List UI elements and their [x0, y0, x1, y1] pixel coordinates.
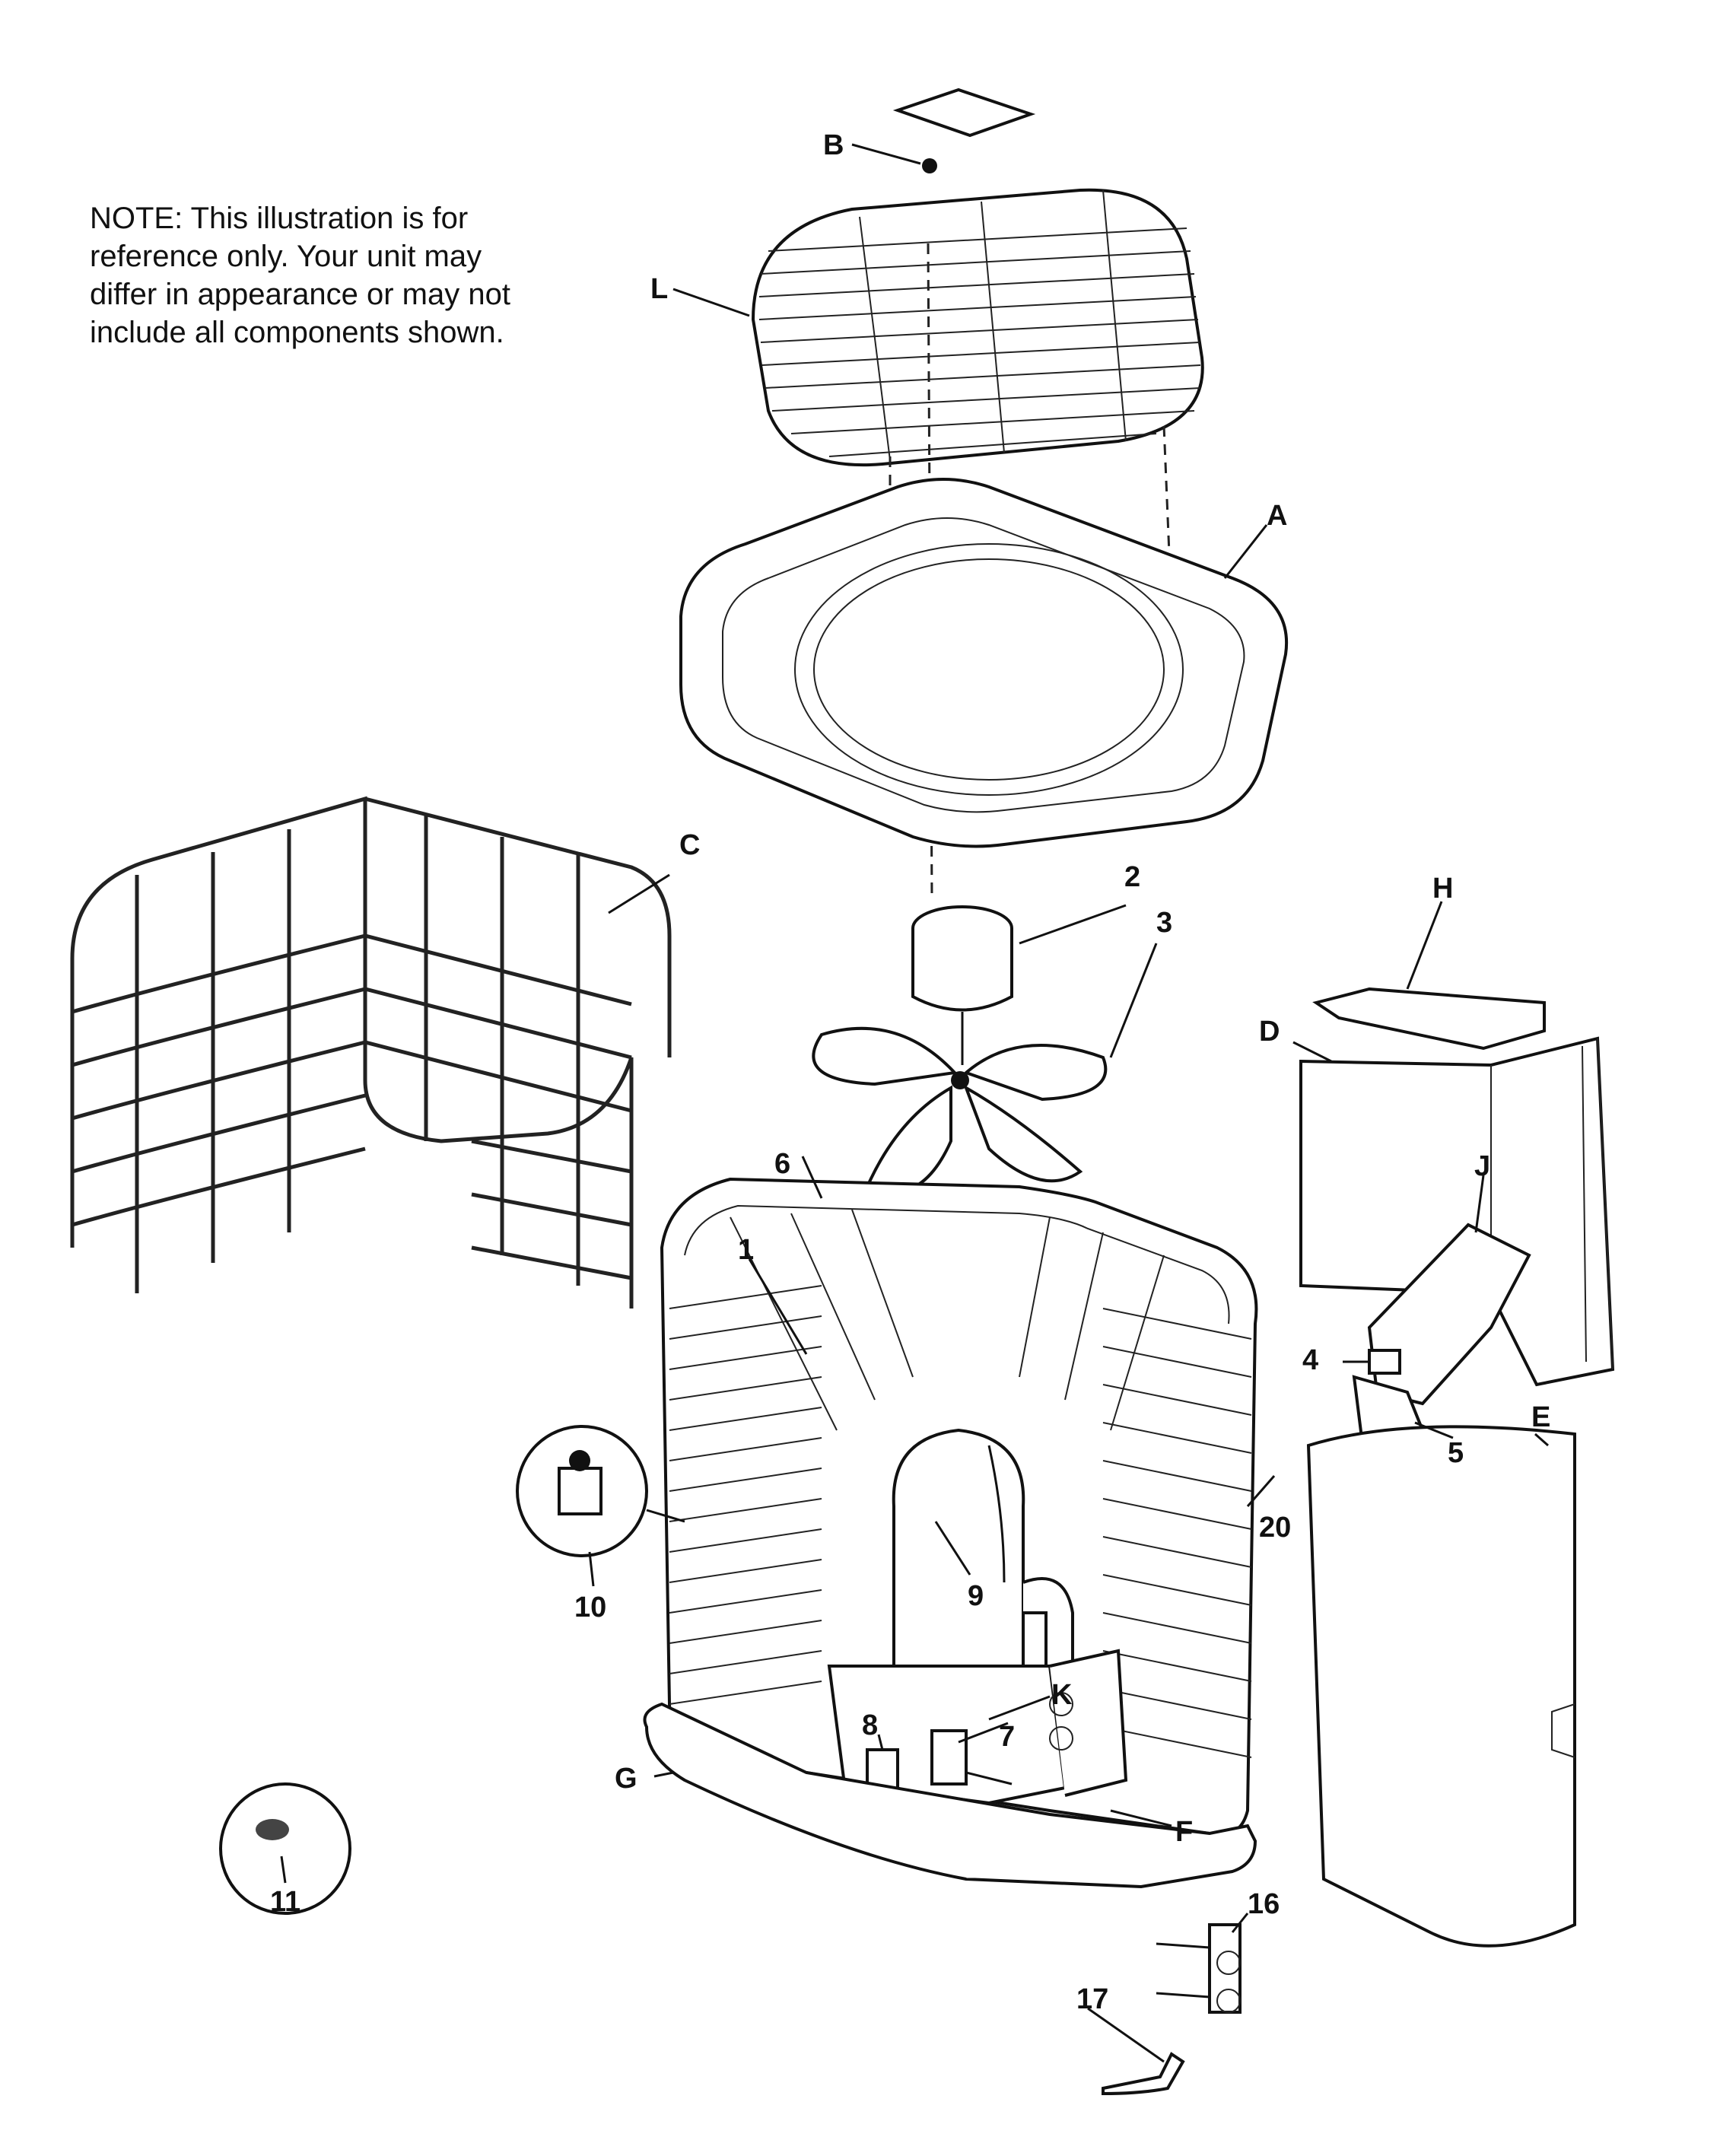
callout-A: A — [1267, 500, 1287, 532]
callout-H: H — [1432, 873, 1453, 905]
top-cap — [892, 87, 1036, 173]
callout-B: B — [823, 129, 844, 161]
wire-guard — [70, 796, 672, 1309]
access-panel — [1306, 1425, 1576, 1948]
callout-C: C — [679, 829, 700, 861]
fan-motor — [911, 905, 1013, 1065]
callout-17: 17 — [1076, 1983, 1108, 2015]
callout-9: 9 — [968, 1580, 984, 1612]
callout-6: 6 — [774, 1148, 790, 1180]
refrigerant-fitting — [1102, 2052, 1185, 2096]
detail-magnifier-11 — [219, 1782, 351, 1915]
callout-J: J — [1474, 1150, 1490, 1182]
callout-G: G — [615, 1763, 637, 1795]
callout-E: E — [1531, 1401, 1550, 1433]
corner-panel — [1299, 1036, 1615, 1387]
fan-grille — [751, 188, 1204, 467]
control-box-cover — [1312, 987, 1546, 1051]
callout-F: F — [1175, 1816, 1193, 1848]
callout-3: 3 — [1156, 907, 1172, 939]
callout-L: L — [650, 273, 668, 305]
callout-2: 2 — [1124, 861, 1140, 893]
callout-10: 10 — [574, 1592, 606, 1623]
callout-D: D — [1259, 1016, 1280, 1048]
note-line-1: NOTE: This illustration is for — [90, 202, 469, 235]
callout-16: 16 — [1248, 1888, 1280, 1920]
note-text: NOTE: This illustration is for reference… — [90, 199, 546, 351]
note-line-4: include all components shown. — [90, 316, 504, 349]
callout-K: K — [1051, 1679, 1073, 1711]
top-panel — [679, 478, 1289, 848]
base-pan — [643, 1702, 1257, 1889]
callout-1: 1 — [738, 1234, 754, 1266]
fan-blade — [812, 1026, 1108, 1194]
note-line-3: differ in appearance or may not — [90, 278, 510, 311]
condenser-coil — [660, 1177, 1258, 1836]
callout-8: 8 — [862, 1709, 878, 1741]
callout-7: 7 — [999, 1721, 1015, 1753]
callout-4: 4 — [1302, 1344, 1318, 1376]
detail-magnifier-10 — [516, 1425, 685, 1557]
service-valve-assembly — [1156, 1923, 1242, 2014]
note-line-2: reference only. Your unit may — [90, 240, 482, 273]
callout-5: 5 — [1448, 1437, 1464, 1469]
callout-11: 11 — [270, 1886, 300, 1918]
callout-20: 20 — [1259, 1512, 1291, 1544]
fan-nut — [922, 158, 937, 173]
